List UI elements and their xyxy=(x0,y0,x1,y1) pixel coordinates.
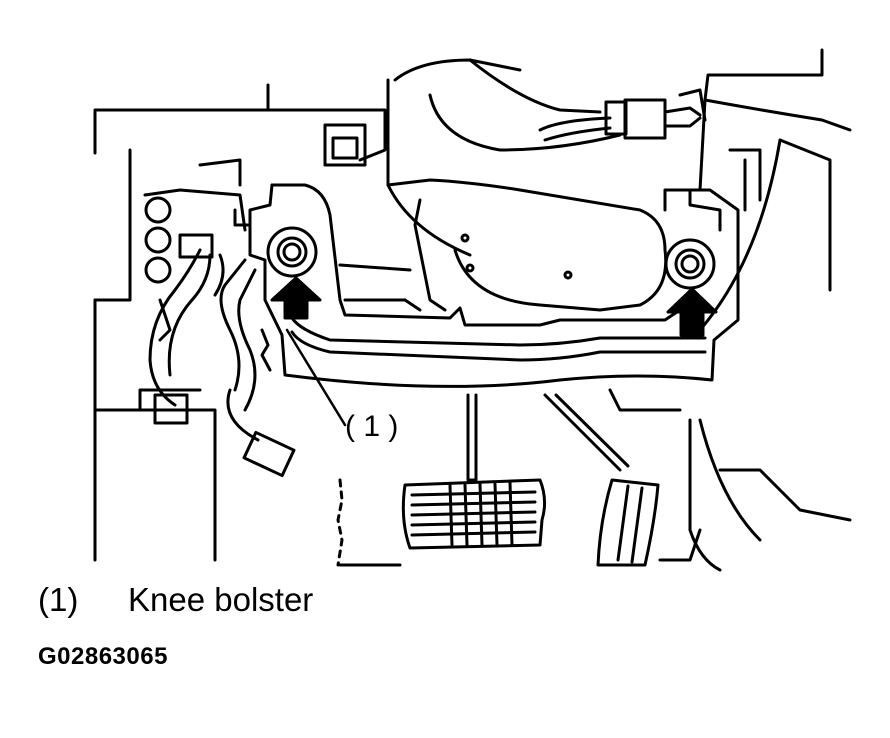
brake-pedal xyxy=(401,393,547,550)
callout-leader xyxy=(285,328,347,427)
bolt-icon xyxy=(266,226,318,278)
dashboard-outline xyxy=(93,48,852,572)
legend-item: (1) Knee bolster xyxy=(38,580,313,620)
wiring-harness xyxy=(143,158,296,478)
knee-bolster-panel xyxy=(233,183,740,388)
bolt-icon xyxy=(664,238,716,290)
wire-connector xyxy=(538,88,707,142)
up-arrow-icon xyxy=(270,276,322,320)
callout-label: ( 1 ) xyxy=(345,410,398,443)
panel-tab xyxy=(323,123,367,167)
floor-line xyxy=(338,528,702,567)
figure-id: G02863065 xyxy=(38,643,168,670)
up-arrow-icon xyxy=(666,287,718,337)
legend: (1) Knee bolster xyxy=(38,580,313,620)
legend-text: Knee bolster xyxy=(128,581,314,618)
accelerator-pedal xyxy=(543,393,660,567)
legend-number: (1) xyxy=(38,581,79,618)
steering-column xyxy=(338,58,668,312)
